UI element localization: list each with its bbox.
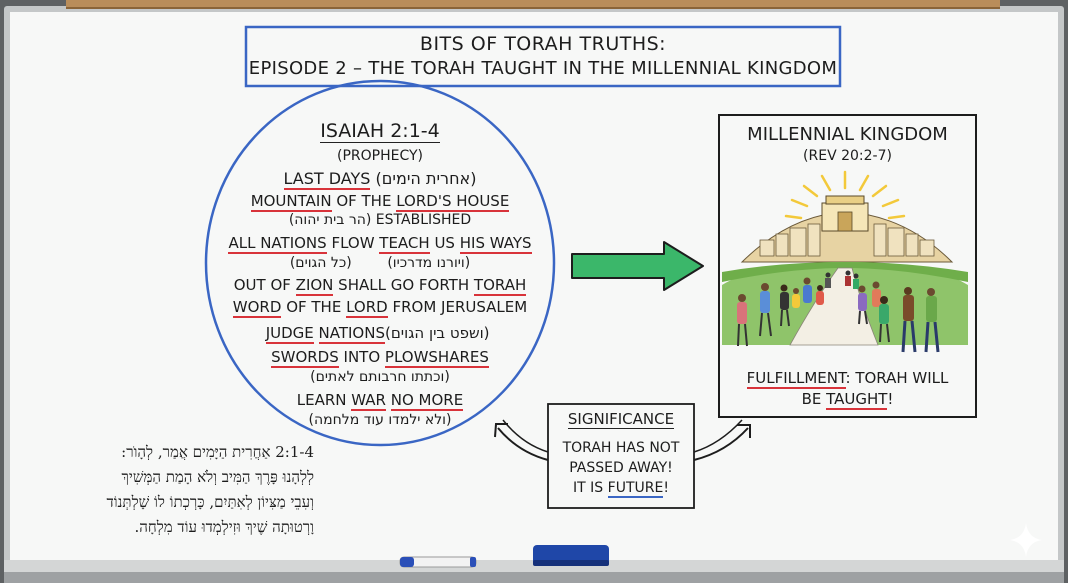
hebrew-line-4: וָרְטוּתָה שֶׁיךְ וּזִילְמְדוּ עוֹד מִלְ… xyxy=(134,518,314,536)
eraser-icon[interactable] xyxy=(533,545,609,566)
prophecy-circle xyxy=(204,79,556,447)
significance-line-3: IT IS FUTURE! xyxy=(573,480,669,498)
title-box xyxy=(244,25,842,88)
curved-arrow-left-icon xyxy=(494,419,549,461)
hebrew-passage: 2:1-4 אַחֲרִית הַיָּמִים אֲמַר, לְהָוֺר:… xyxy=(24,440,315,540)
line-learn-war: LEARN WAR NO MORE xyxy=(296,391,464,411)
people-group xyxy=(737,270,940,353)
significance-line-1: TORAH HAS NOT xyxy=(562,440,680,456)
circle-heading: ISAIAH 2:1-4 xyxy=(206,120,554,143)
line-out-of-zion: OUT OF ZION SHALL GO FORTH TORAH xyxy=(233,276,527,296)
title-line-1: BITS OF TORAH TRUTHS: xyxy=(419,33,667,55)
kingdom-heading: MILLENNIAL KINGDOM xyxy=(747,124,948,145)
line-word-of-lord: WORD OF THE LORD FROM JERUSALEM xyxy=(232,298,528,318)
line-hebrew-swords: (וכתתו חרבותם לאתים) xyxy=(310,369,450,385)
line-hebrew-nations: (כל הגוים) (ויורנו מדרכיו) xyxy=(289,255,471,271)
revelation-reference: (REV 20:2-7) xyxy=(803,148,892,164)
line-last-days: LAST DAYS (אחרית הימים) xyxy=(283,169,477,190)
line-nations-flow: ALL NATIONS FLOW TEACH US HIS WAYS xyxy=(228,234,532,254)
hebrew-line-2: לְלְהָנוּ פָּרֶךְ הַמִּיב וְלֹא הָמַת הַ… xyxy=(121,468,314,486)
marker-tray xyxy=(4,560,1064,574)
line-established: (הר בית יהוה) ESTABLISHED xyxy=(288,212,472,228)
significance-box xyxy=(547,403,695,509)
prophecy-label: (PROPHECY) xyxy=(336,148,423,164)
hebrew-line-1: 2:1-4 אַחֲרִית הַיָּמִים אֲמַר, לְהָוֺר: xyxy=(121,443,314,461)
fulfillment-line-2: BE TAUGHT! xyxy=(801,390,894,410)
line-hebrew-war: (ולא ילמדו עוד מלחמה) xyxy=(308,412,452,428)
line-judge-nations: JUDGE NATIONS (ושפט בין הגוים) xyxy=(265,324,495,344)
map-rail xyxy=(66,0,1000,9)
marker-icon[interactable] xyxy=(399,556,477,568)
title-line-2: EPISODE 2 – THE TORAH TAUGHT IN THE MILL… xyxy=(248,58,838,79)
curved-arrow-right-icon xyxy=(693,419,751,461)
hebrew-line-3: וְעִבֵי מַצִּיוֹן לְאִתַּיִם, כָּרְכְתוֹ… xyxy=(106,493,315,511)
jerusalem-temple-illustration xyxy=(722,170,968,353)
significance-heading: SIGNIFICANCE xyxy=(567,410,675,429)
fulfillment-line-1: FULFILLMENT: TORAH WILL xyxy=(746,369,949,389)
sparkle-icon xyxy=(1010,523,1042,557)
kingdom-box xyxy=(718,114,977,418)
line-mountain: MOUNTAIN OF THE LORD'S HOUSE xyxy=(250,192,510,212)
line-swords: SWORDS INTO PLOWSHARES xyxy=(271,348,489,368)
isaiah-reference: ISAIAH 2:1-4 xyxy=(320,120,440,143)
significance-line-2: PASSED AWAY! xyxy=(569,460,673,476)
green-arrow-icon xyxy=(571,241,704,291)
